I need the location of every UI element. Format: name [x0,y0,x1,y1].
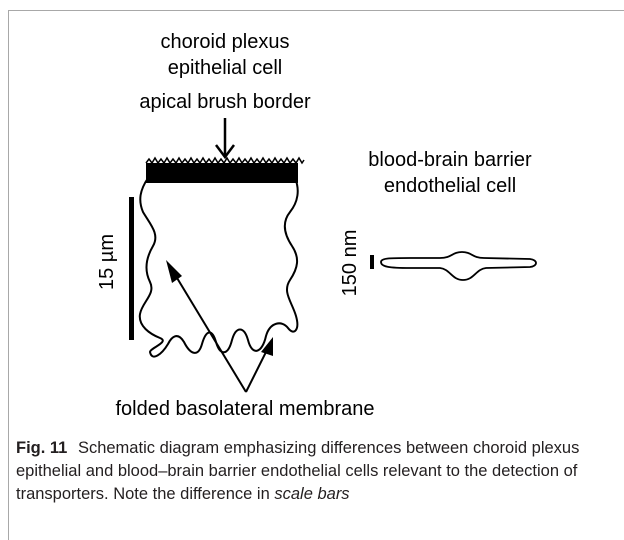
cp-title-line2: epithelial cell [140,56,310,80]
figure-caption: Fig. 11 Schematic diagram emphasizing di… [16,437,612,506]
caption-italic: scale bars [274,485,349,503]
scale-label-bbb: 150 nm [338,223,362,303]
basolateral-arrow-left-shaft [171,268,246,392]
bbb-endothelial-cell-outline [381,252,536,280]
figure-number: Fig. 11 [16,439,67,457]
scale-label-choroid: 15 µm [95,222,119,302]
diagram [0,0,624,430]
brush-border-label: apical brush border [125,90,325,114]
cp-title-line1: choroid plexus [140,30,310,54]
apical-brush-border [146,163,298,183]
bbb-title-line1: blood-brain barrier [350,148,550,172]
basolateral-arrow-left-head [166,260,182,283]
bbb-title-line2: endothelial cell [350,174,550,198]
scale-bar-bbb [370,255,374,269]
basolateral-label: folded basolateral membrane [95,397,395,421]
choroid-plexus-cell-outline [140,178,298,357]
scale-bar-choroid [129,197,134,340]
